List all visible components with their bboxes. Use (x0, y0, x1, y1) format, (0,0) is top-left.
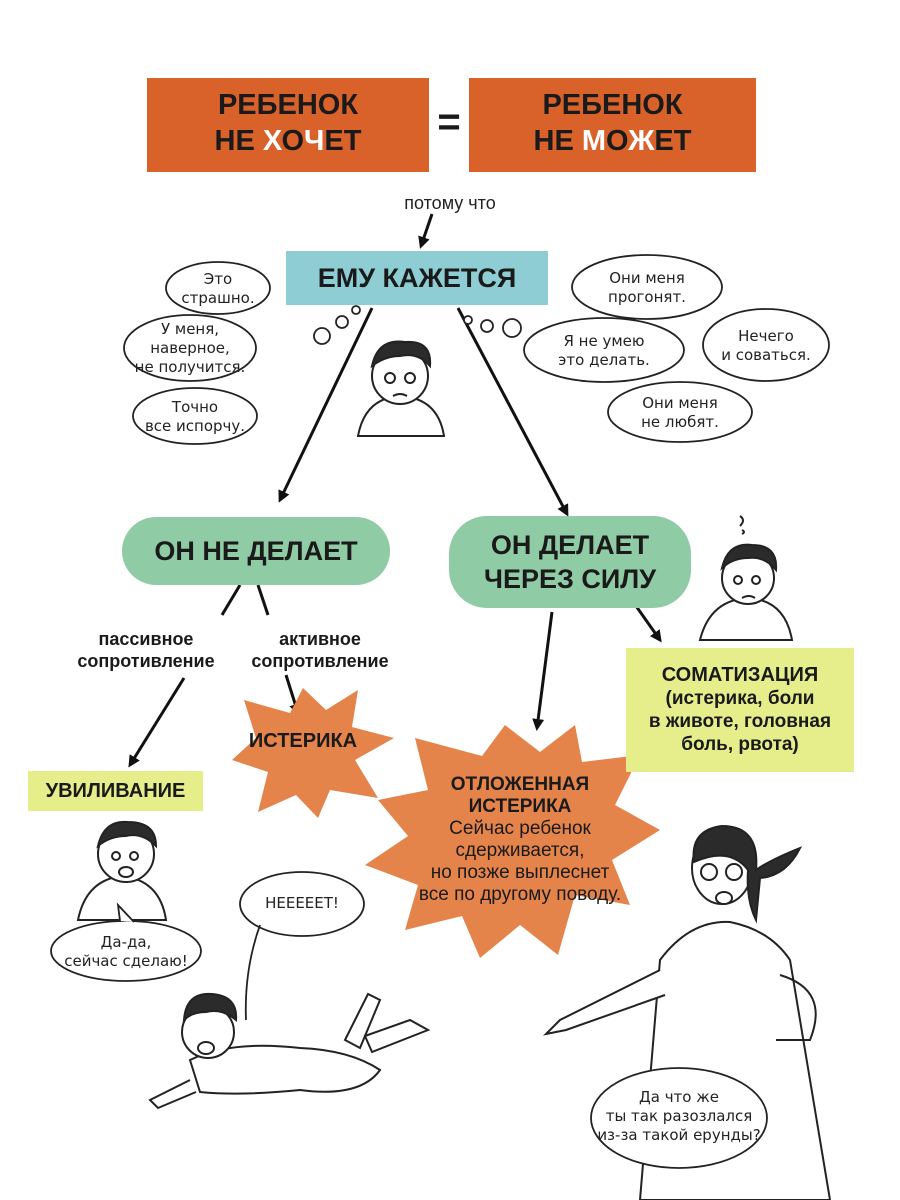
header-right-box: РЕБЕНОК НЕ МОЖЕТ (469, 78, 756, 172)
cloud-cant (523, 317, 685, 383)
cloud-kick-out (571, 254, 723, 320)
somatization-box: СОМАТИЗАЦИЯ (истерика, боли в животе, го… (626, 648, 854, 772)
arrow-to-force (456, 307, 569, 517)
seems-label: ЕМУ КАЖЕТСЯ (317, 263, 517, 293)
sick-boy-figure (698, 515, 794, 641)
seems-box: ЕМУ КАЖЕТСЯ (286, 251, 548, 305)
arrow-active (256, 584, 270, 616)
arrows (128, 213, 662, 768)
cloud-scary (165, 261, 271, 315)
somatization-title: СОМАТИЗАЦИЯ (661, 664, 819, 686)
delayed-hysteria-text: ОТЛОЖЕННАЯ ИСТЕРИКА Сейчас ребенок сдерж… (418, 774, 622, 905)
avoidance-label: УВИЛИВАНИЕ (45, 780, 186, 802)
speech-bubbles (50, 871, 768, 1169)
header-right-line1: РЕБЕНОК (542, 89, 683, 121)
bubble-scream (239, 871, 365, 937)
thought-fail: У меня,наверное,не получится. (134, 320, 246, 376)
speech-scream-text: НЕЕЕЕЕТ! (265, 894, 339, 912)
cloud-fail (123, 314, 257, 382)
arrow-to-avoid (128, 677, 186, 768)
equals-sign: = (437, 100, 461, 144)
header-left-box: РЕБЕНОК НЕ ХОЧЕТ (147, 78, 429, 172)
arrow-to-not-do (278, 307, 374, 503)
because-label: потому что (404, 193, 496, 213)
header-left-line1: РЕБЕНОК (217, 89, 359, 121)
header-right-line2: НЕ МОЖЕТ (533, 125, 692, 157)
delayed-hysteria-burst (365, 725, 660, 958)
worried-boy-figure (356, 340, 446, 437)
thought-clouds-left (123, 261, 361, 445)
avoidance-box: УВИЛИВАНИЕ (28, 771, 203, 811)
cloud-no-point (702, 308, 830, 382)
arrow-to-somat (634, 605, 662, 643)
avoiding-boy-figure (76, 820, 168, 921)
branch-not-doing: ОН НЕ ДЕЛАЕТ (122, 517, 390, 585)
bubble-mom (590, 1067, 768, 1169)
hysteria-label: ИСТЕРИКА (248, 730, 358, 752)
tantrum-boy-figure (148, 992, 431, 1110)
thought-clouds-right (463, 254, 830, 443)
cloud-spoil (132, 387, 258, 445)
cloud-not-love (607, 381, 753, 443)
header-left-line2: НЕ ХОЧЕТ (214, 125, 362, 157)
arrow-passive (220, 584, 242, 616)
speech-kid-text: Да-да,сейчас сделаю! (64, 933, 188, 970)
arrow-because (418, 213, 434, 249)
arrow-to-delayed (532, 611, 554, 731)
hysteria-burst (232, 688, 394, 818)
